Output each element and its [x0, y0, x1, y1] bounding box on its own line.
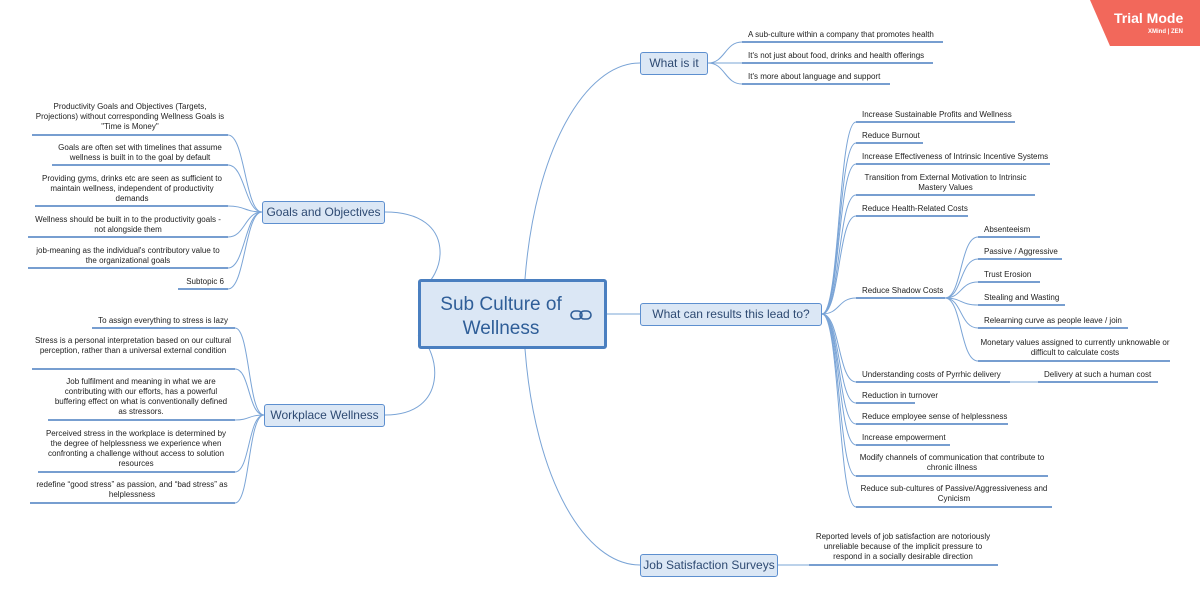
- subtopic-results-11[interactable]: Modify channels of communication that co…: [859, 453, 1045, 472]
- shadow-cost-4[interactable]: Stealing and Wasting: [984, 293, 1060, 302]
- subtopic-results-12[interactable]: Reduce sub-cultures of Passive/Aggressiv…: [860, 484, 1048, 503]
- central-topic[interactable]: Sub Culture of Wellness: [418, 279, 607, 349]
- topic-job-satisfaction[interactable]: Job Satisfaction Surveys: [640, 554, 778, 577]
- central-topic-title: Sub Culture of Wellness: [440, 294, 562, 339]
- subtopic-results-10[interactable]: Increase empowerment: [862, 433, 946, 442]
- subtopic-job-satisfaction-1[interactable]: Reported levels of job satisfaction are …: [815, 532, 991, 561]
- shadow-cost-3[interactable]: Trust Erosion: [984, 270, 1032, 279]
- pyrrhic-delivery-detail[interactable]: Delivery at such a human cost: [1044, 370, 1152, 379]
- subtopic-goals-4[interactable]: Wellness should be built in to the produ…: [35, 215, 221, 234]
- xmind-zen-label: XMind | ZEN: [1148, 29, 1184, 35]
- trial-mode-title: Trial Mode: [1114, 10, 1184, 26]
- shadow-cost-6[interactable]: Monetary values assigned to currently un…: [980, 338, 1170, 357]
- topic-goals[interactable]: Goals and Objectives: [262, 201, 385, 224]
- subtopic-results-2[interactable]: Reduce Burnout: [862, 131, 920, 140]
- subtopic-workplace-1[interactable]: To assign everything to stress is lazy: [98, 316, 228, 325]
- subtopic-workplace-5[interactable]: redefine “good stress” as passion, and “…: [36, 480, 228, 499]
- subtopic-goals-3[interactable]: Providing gyms, drinks etc are seen as s…: [42, 174, 222, 203]
- subtopic-results-3[interactable]: Increase Effectiveness of Intrinsic Ince…: [862, 152, 1049, 161]
- subtopic-workplace-2[interactable]: Stress is a personal interpretation base…: [34, 336, 232, 355]
- subtopic-results-1[interactable]: Increase Sustainable Profits and Wellnes…: [862, 110, 1012, 119]
- subtopic-what-1[interactable]: A sub-culture within a company that prom…: [748, 30, 934, 39]
- topic-what-is-it[interactable]: What is it: [640, 52, 708, 75]
- subtopic-what-2[interactable]: It's not just about food, drinks and hea…: [748, 51, 925, 60]
- trial-badge-shape: [1090, 0, 1200, 46]
- subtopic-goals-6[interactable]: Subtopic 6: [186, 277, 224, 286]
- subtopic-results-9[interactable]: Reduce employee sense of helplessness: [862, 412, 1008, 421]
- subtopic-goals-5[interactable]: job-meaning as the individual's contribu…: [36, 246, 220, 265]
- subtopic-results-7[interactable]: Understanding costs of Pyrrhic delivery: [862, 370, 1001, 379]
- shadow-cost-5[interactable]: Relearning curve as people leave / join: [984, 316, 1122, 325]
- link-icon[interactable]: [570, 308, 592, 322]
- topic-workplace[interactable]: Workplace Wellness: [264, 404, 385, 427]
- subtopic-goals-2[interactable]: Goals are often set with timelines that …: [58, 143, 222, 162]
- topic-results[interactable]: What can results this lead to?: [640, 303, 822, 326]
- shadow-cost-2[interactable]: Passive / Aggressive: [984, 247, 1058, 256]
- trial-mode-badge: Trial Mode XMind | ZEN: [1090, 0, 1200, 46]
- subtopic-results-4[interactable]: Transition from External Motivation to I…: [864, 173, 1027, 192]
- subtopic-what-3[interactable]: It's more about language and support: [748, 72, 881, 81]
- shadow-cost-1[interactable]: Absenteeism: [984, 225, 1031, 234]
- subtopic-results-5[interactable]: Reduce Health-Related Costs: [862, 204, 968, 213]
- subtopic-workplace-4[interactable]: Perceived stress in the workplace is det…: [45, 429, 227, 468]
- subtopic-results-6[interactable]: Reduce Shadow Costs: [862, 286, 944, 295]
- subtopic-results-8[interactable]: Reduction in turnover: [862, 391, 939, 400]
- subtopic-workplace-3[interactable]: Job fulfilment and meaning in what we ar…: [54, 377, 228, 416]
- subtopic-goals-1[interactable]: Productivity Goals and Objectives (Targe…: [35, 102, 225, 131]
